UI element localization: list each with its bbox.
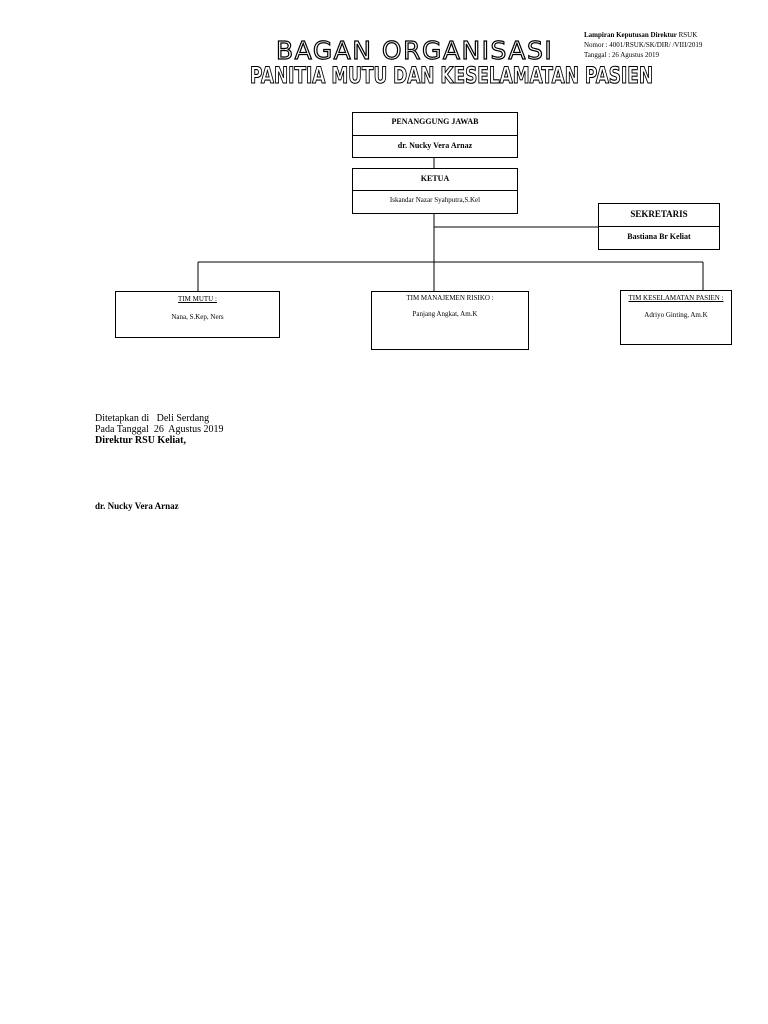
tim-manajemen-risiko-role: TIM MANAJEMEN RISIKO :	[406, 294, 494, 302]
signature-block: Ditetapkan di Deli Serdang Pada Tanggal …	[95, 413, 224, 446]
penanggung-jawab-divider	[353, 135, 517, 136]
ketua-divider	[353, 190, 517, 191]
penanggung-jawab-role: PENANGGUNG JAWAB	[391, 117, 479, 126]
attachment-header: Lampiran Keputusan Direktur RSUK Nomor :…	[584, 30, 702, 60]
sekretaris-name: Bastiana Br Keliat	[627, 232, 691, 241]
attachment-line-2: Nomor : 4001/RSUK/SK/DIR/ /VIII/2019	[584, 41, 703, 49]
tim-keselamatan-pasien-box: TIM KESELAMATAN PASIEN : Adriyo Ginting,…	[620, 290, 732, 345]
signature-place: Ditetapkan di Deli Serdang	[95, 413, 210, 424]
ketua-name: Iskandar Nazar Syahputra,S.Kel	[389, 196, 481, 204]
signature-title: Direktur RSU Keliat,	[95, 435, 187, 446]
tim-mutu-role: TIM MUTU :	[178, 295, 217, 303]
page-subtitle: PANITIA MUTU DAN KESELAMATAN PASIEN	[250, 63, 654, 89]
ketua-box: KETUA Iskandar Nazar Syahputra,S.Kel	[352, 168, 518, 214]
page-title: BAGAN ORGANISASI	[275, 36, 554, 65]
tim-keselamatan-pasien-name: Adriyo Ginting, Am.K	[644, 311, 708, 319]
signature-date: Pada Tanggal 26 Agustus 2019	[95, 424, 224, 435]
sekretaris-divider	[599, 226, 719, 227]
penanggung-jawab-name: dr. Nucky Vera Arnaz	[397, 141, 473, 150]
tim-mutu-box: TIM MUTU : Nana, S.Kep, Ners	[115, 291, 280, 338]
tim-keselamatan-pasien-role: TIM KESELAMATAN PASIEN :	[628, 294, 724, 302]
sekretaris-box: SEKRETARIS Bastiana Br Keliat	[598, 203, 720, 250]
tim-mutu-name: Nana, S.Kep, Ners	[171, 313, 224, 321]
tim-manajemen-risiko-name: Panjang Angkat, Am.K	[412, 310, 478, 318]
attachment-line-3: Tanggal : 26 Agustus 2019	[584, 51, 659, 59]
attachment-line-1: Lampiran Keputusan Direktur RSUK	[584, 31, 698, 39]
tim-manajemen-risiko-box: TIM MANAJEMEN RISIKO : Panjang Angkat, A…	[371, 291, 529, 350]
signature-name: dr. Nucky Vera Arnaz	[95, 501, 179, 511]
ketua-role: KETUA	[420, 174, 450, 183]
sekretaris-role: SEKRETARIS	[630, 209, 688, 219]
penanggung-jawab-box: PENANGGUNG JAWAB dr. Nucky Vera Arnaz	[352, 112, 518, 158]
